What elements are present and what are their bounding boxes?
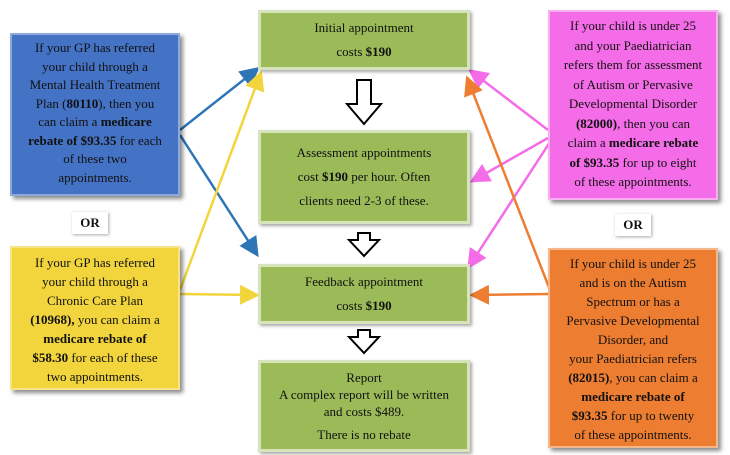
text-line: medicare rebate of [581, 389, 685, 404]
text-line: Chronic Care Plan [46, 293, 144, 308]
or-label-right: OR [615, 214, 651, 236]
text-line: Plan (80110), then you [35, 95, 155, 111]
text-line: Spectrum or has a [586, 294, 680, 309]
report-box: Report A complex report will be written … [258, 360, 470, 452]
text-line: of $93.35 for up to eight [569, 154, 697, 170]
text-line: of Autism or Pervasive [573, 76, 693, 92]
or-label-left: OR [72, 212, 108, 234]
text-line: your child through a [42, 274, 148, 289]
text-line: $58.30 for each of these [32, 350, 158, 365]
down-arrow-2 [346, 232, 382, 258]
initial-appointment-box: Initial appointment costs $190 [258, 10, 470, 70]
text-line: (82000), then you can [575, 115, 691, 131]
text-line: If your GP has referred [34, 255, 156, 270]
gp-mental-health-plan-box: If your GP has referred your child throu… [10, 33, 180, 196]
initial-title: Initial appointment [314, 20, 414, 35]
text-line: your child through a [42, 58, 148, 74]
blue-arrow-to-feedback [178, 134, 259, 258]
text-line: Pervasive Developmental [566, 313, 700, 328]
text-line: of these appointments. [574, 427, 692, 442]
text-line: If your child is under 25 [569, 256, 696, 271]
text-line: rebate of $93.35 for each [28, 132, 162, 148]
orange-arrow-to-feedback [469, 284, 551, 305]
assessment-appointments-box: Assessment appointments cost $190 per ho… [258, 130, 470, 224]
initial-cost: costs $190 [336, 44, 392, 59]
text-line: appointments. [58, 169, 132, 185]
text-line: two appointments. [46, 369, 144, 384]
text-line: medicare rebate of [43, 331, 147, 346]
text-line: Developmental Disorder [568, 96, 698, 111]
down-arrow-1 [344, 79, 384, 126]
orange-arrow-to-initial [464, 75, 552, 291]
feedback-cost: costs $190 [336, 298, 392, 313]
text-line: and is on the Autism [579, 275, 687, 290]
paediatrician-assessment-box: If your child is under 25 and your Paedi… [548, 10, 718, 200]
text-line: (82015), you can claim a [568, 370, 698, 385]
yellow-arrow-to-feedback [179, 284, 260, 305]
paediatrician-autism-spectrum-box: If your child is under 25 and is on the … [548, 248, 718, 448]
text-line: Mental Health Treatment [29, 77, 161, 92]
report-line2: and costs $489. [323, 404, 405, 419]
text-line: (10968), you can claim a [30, 312, 160, 327]
yellow-arrow-to-initial [178, 70, 265, 291]
assessment-title: Assessment appointments [296, 145, 432, 160]
pink-arrow-to-assessment [469, 136, 549, 183]
pink-arrow-to-feedback [467, 141, 552, 270]
text-line: If your GP has referred [34, 40, 156, 55]
text-line: of these appointments. [574, 174, 692, 189]
text-line: can claim a medicare [38, 114, 152, 129]
gp-chronic-care-plan-box: If your GP has referred your child throu… [10, 246, 180, 390]
text-line: your Paediatrician refers [569, 351, 697, 366]
blue-arrow-to-initial [179, 66, 260, 131]
feedback-title: Feedback appointment [304, 274, 424, 289]
text-line: If your child is under 25 [569, 18, 696, 33]
assessment-cost: cost $190 per hour. Often [297, 169, 431, 184]
text-line: of these two [63, 151, 127, 166]
text-line: claim a medicare rebate [567, 135, 699, 150]
down-arrow-3 [346, 329, 382, 355]
text-line: $93.35 for up to twenty [571, 408, 695, 423]
assessment-note: clients need 2-3 of these. [299, 193, 429, 208]
pink-arrow-to-initial [468, 68, 549, 131]
report-line1: A complex report will be written [278, 387, 450, 402]
text-line: and your Paediatrician [574, 37, 692, 53]
text-line: Disorder, and [597, 332, 669, 347]
text-line: refers them for assessment [563, 57, 703, 72]
report-line3: There is no rebate [317, 427, 411, 442]
feedback-appointment-box: Feedback appointment costs $190 [258, 264, 470, 324]
report-title: Report [346, 370, 382, 385]
